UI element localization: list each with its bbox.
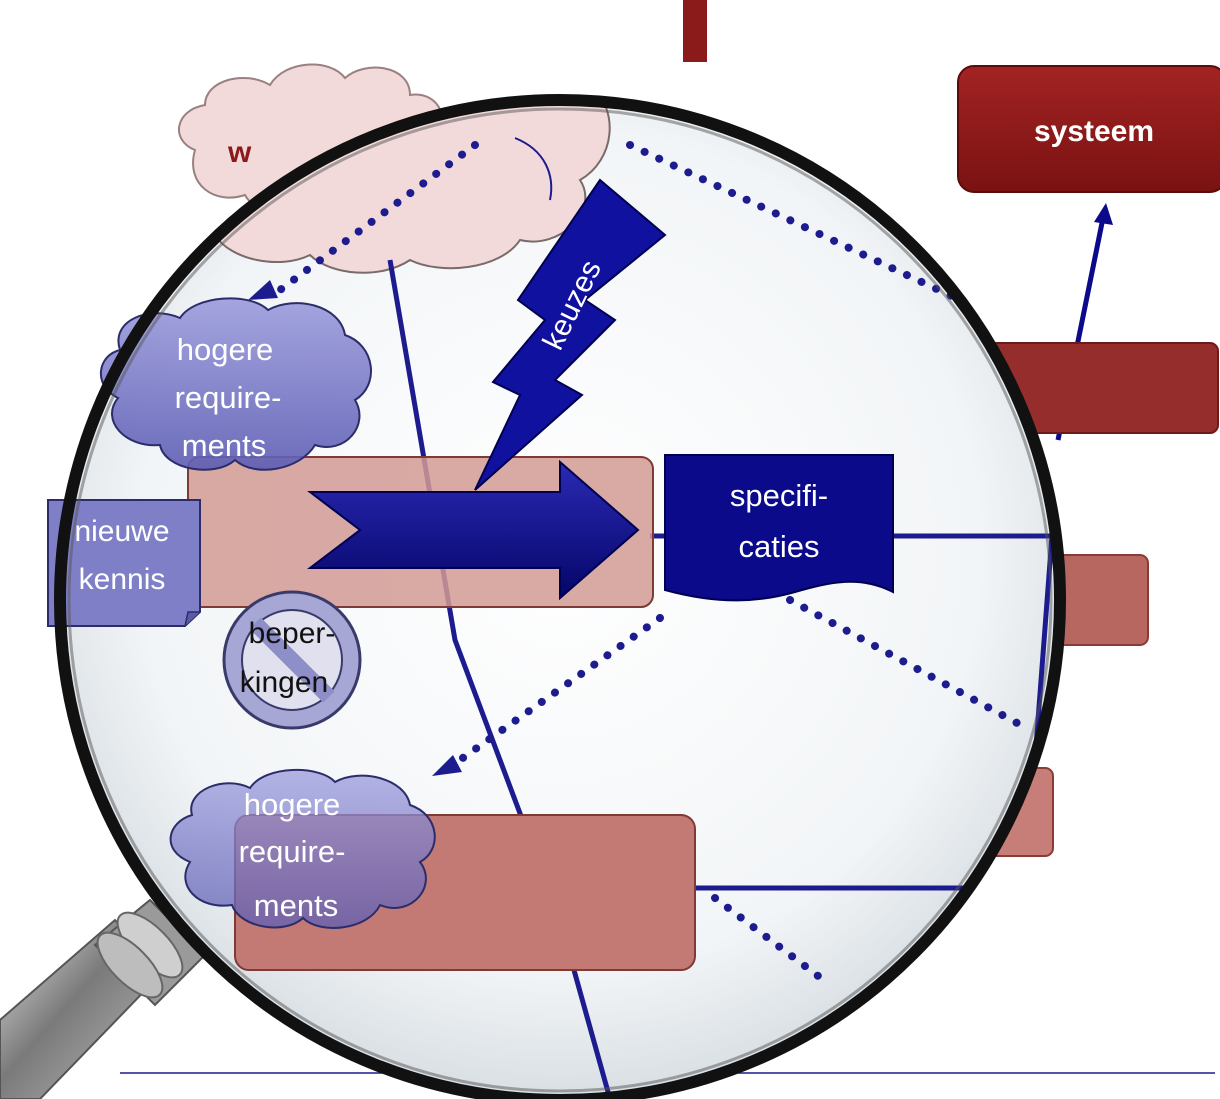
lightning-icon	[474, 178, 667, 491]
dotted-lines	[276, 141, 1034, 989]
beperkingen-2: kingen	[240, 666, 328, 699]
hogere-requirements-cloud-top[interactable]: hogere require- ments	[100, 297, 372, 471]
specificaties-label-1: specifi-	[730, 478, 828, 513]
systeem-label: systeem	[1034, 115, 1154, 148]
prohibition-icon: beper- kingen	[222, 590, 362, 730]
hogere-req-bottom-2: require-	[239, 834, 346, 869]
hogere-requirements-cloud-bottom[interactable]: hogere require- ments	[169, 768, 436, 929]
magnifier-icon	[0, 898, 207, 1099]
systeem-box[interactable]: systeem	[957, 65, 1220, 193]
lens-rim	[54, 94, 1066, 1099]
nieuwe-kennis-note[interactable]: nieuwe kennis	[47, 499, 201, 627]
big-arrow-icon	[307, 459, 640, 601]
nieuwe-kennis-1: nieuwe	[74, 515, 169, 548]
specificaties-doc[interactable]: specifi- caties	[664, 454, 894, 602]
nieuwe-kennis-2: kennis	[79, 563, 166, 596]
hogere-req-top-3: ments	[182, 428, 266, 463]
hogere-req-bottom-1: hogere	[244, 787, 341, 822]
hogere-req-top-1: hogere	[177, 332, 274, 367]
top-red-bar	[683, 0, 707, 62]
hogere-req-top-2: require-	[175, 380, 282, 415]
cloud-top-label: w	[227, 136, 252, 169]
hogere-req-bottom-3: ments	[254, 888, 338, 923]
beperkingen-1: beper-	[249, 617, 336, 650]
specificaties-label-2: caties	[739, 529, 820, 564]
